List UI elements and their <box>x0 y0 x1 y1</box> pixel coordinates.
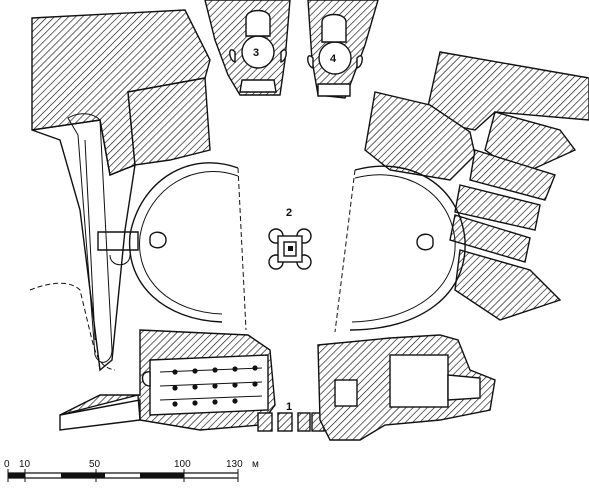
palace-complex <box>317 334 496 441</box>
scale-tick-10: 10 <box>19 459 31 470</box>
marker-4: 4 <box>330 53 337 65</box>
church-3: 3 <box>204 0 291 96</box>
scale-tick-130: 130 <box>226 459 243 470</box>
scale-tick-100: 100 <box>174 459 191 470</box>
left-wing <box>31 113 139 372</box>
gate-1: 1 <box>257 401 325 432</box>
monument-2: 2 <box>268 207 312 270</box>
blocks-top-right <box>364 51 589 321</box>
colonnade-right <box>334 165 466 333</box>
marker-3: 3 <box>253 47 259 59</box>
scale-tick-0: 0 <box>4 459 10 470</box>
marker-2: 2 <box>286 207 292 219</box>
boundary-dashed-left <box>29 282 116 371</box>
scale-unit: м <box>252 459 259 470</box>
scale-tick-50: 50 <box>89 459 101 470</box>
colonnade-left <box>128 162 247 331</box>
scale-bar: 0 10 50 100 130 м <box>4 459 259 482</box>
church-4: 4 <box>307 0 379 99</box>
church-bottom-left <box>59 329 276 431</box>
marker-1: 1 <box>286 401 292 413</box>
block-top-left <box>31 9 211 176</box>
